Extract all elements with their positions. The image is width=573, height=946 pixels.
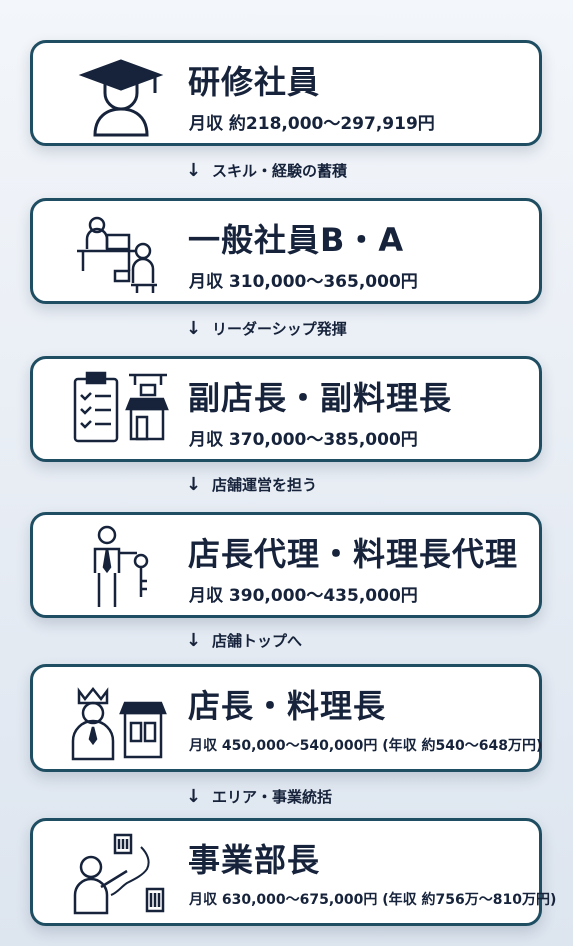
checklist-shop-icon <box>71 365 171 455</box>
card-title: 研修社員 <box>188 63 321 101</box>
card-salary: 月収 370,000〜385,000円 <box>189 430 418 450</box>
card-salary: 月収 450,000〜540,000円 (年収 約540〜648万円) <box>189 738 543 754</box>
career-card-division-head: 事業部長 月収 630,000〜675,000円 (年収 約756万〜810万円… <box>30 818 556 926</box>
card-title: 一般社員B・A <box>188 221 405 259</box>
down-arrow-icon: ↓ <box>186 160 202 181</box>
card-salary: 月収 390,000〜435,000円 <box>189 586 418 606</box>
step-label: ↓店舗運営を担う <box>186 474 318 495</box>
career-card-sub-manager: 副店長・副料理長 月収 370,000〜385,000円 <box>30 356 542 462</box>
step-label: ↓エリア・事業統括 <box>186 786 333 807</box>
card-salary: 月収 約218,000〜297,919円 <box>189 114 435 134</box>
career-card-manager: 店長・料理長 月収 450,000〜540,000円 (年収 約540〜648万… <box>30 664 542 772</box>
career-card-acting-manager: 店長代理・料理長代理 月収 390,000〜435,000円 <box>30 512 542 618</box>
crown-manager-shop-icon <box>71 673 171 763</box>
career-card-general-staff: 一般社員B・A 月収 310,000〜365,000円 <box>30 198 542 304</box>
step-label: ↓リーダーシップ発揮 <box>186 318 347 339</box>
step-label: ↓スキル・経験の蓄積 <box>186 160 348 181</box>
step-label: ↓店舗トップへ <box>186 630 303 651</box>
down-arrow-icon: ↓ <box>186 474 202 495</box>
down-arrow-icon: ↓ <box>186 630 202 651</box>
executive-map-icon <box>71 827 171 917</box>
card-salary: 月収 630,000〜675,000円 (年収 約756万〜810万円) <box>189 892 557 908</box>
down-arrow-icon: ↓ <box>186 318 202 339</box>
card-title: 店長・料理長 <box>188 687 387 725</box>
card-salary: 月収 310,000〜365,000円 <box>189 272 418 292</box>
down-arrow-icon: ↓ <box>186 786 202 807</box>
card-title: 事業部長 <box>188 841 321 879</box>
office-workers-icon <box>71 207 171 297</box>
graduate-icon <box>71 49 171 139</box>
card-title: 副店長・副料理長 <box>188 379 453 417</box>
person-key-icon <box>71 521 171 611</box>
card-title: 店長代理・料理長代理 <box>188 535 519 573</box>
career-card-trainee: 研修社員 月収 約218,000〜297,919円 <box>30 40 542 146</box>
